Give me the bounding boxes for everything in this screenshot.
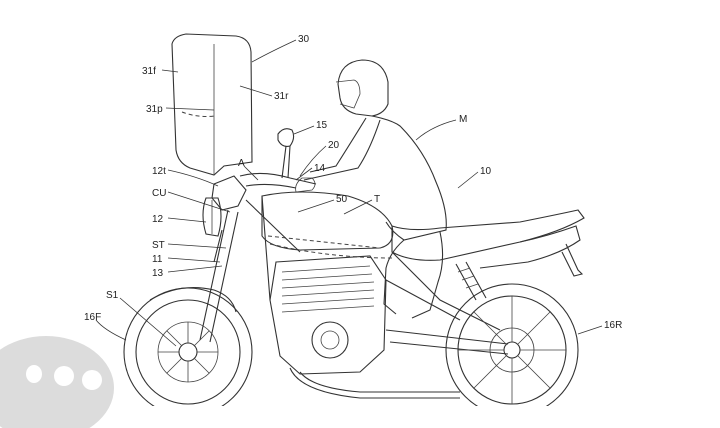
leader-50 [297, 199, 335, 213]
rider-torso [371, 115, 447, 241]
label-10: 10 [480, 166, 492, 177]
rear-wheel-tire [445, 283, 579, 406]
leader-12 [167, 217, 207, 223]
front-fender [149, 287, 237, 313]
label-14: 14 [314, 163, 326, 174]
rider-leg [383, 231, 444, 319]
leader-T [343, 199, 373, 215]
leader-31f [161, 69, 179, 73]
headlight [202, 197, 222, 237]
rear-spokes [458, 296, 566, 404]
rider-helmet [337, 59, 389, 117]
mirror-stem [281, 145, 291, 179]
engine-block [269, 255, 387, 375]
tail-light [561, 243, 584, 277]
label-30: 30 [298, 34, 310, 45]
rear-shock-spring [457, 267, 479, 289]
leader-11 [167, 257, 221, 263]
exhaust [289, 367, 460, 399]
label-31f: 31f [142, 66, 156, 77]
label-A: A [238, 158, 245, 169]
front-wheel-tire [123, 287, 253, 406]
leader-16R [577, 325, 603, 335]
label-31r: 31r [274, 91, 289, 102]
leader-A [243, 165, 259, 181]
leader-16F [95, 319, 127, 341]
label-31p: 31p [146, 104, 163, 115]
rider-arm [303, 117, 381, 181]
leader-31r [239, 85, 273, 97]
windscreen-outline [171, 33, 253, 176]
seat [391, 209, 585, 261]
rider-visor [335, 79, 361, 109]
leader-13 [167, 265, 223, 273]
label-50: 50 [336, 194, 348, 205]
tail-cowl [479, 225, 581, 269]
label-11: 11 [152, 254, 163, 265]
engine-fins [281, 265, 375, 313]
leader-CU [167, 191, 231, 213]
leader-10 [457, 171, 479, 189]
label-CU: CU [152, 188, 166, 199]
frame [245, 195, 501, 331]
leader-M [415, 119, 457, 141]
handlebar [239, 172, 317, 189]
rear-hub [503, 341, 521, 359]
rider-hand [295, 177, 316, 193]
label-M: M [459, 114, 467, 125]
meter-cluster [211, 175, 247, 211]
leader-14 [295, 167, 313, 181]
windscreen-dashed-line [181, 111, 215, 117]
label-12t: 12t [152, 166, 166, 177]
engine-cover [311, 321, 349, 359]
label-16R: 16R [604, 320, 622, 331]
diagram-canvas: 30 31f 31r 31p M 15 20 A 14 12t CU 50 T … [0, 33, 623, 428]
label-20: 20 [328, 140, 340, 151]
leader-12t [167, 169, 219, 187]
motorcycle-patent-drawing: 30 31f 31r 31p M 15 20 A 14 12t CU 50 T … [84, 33, 622, 406]
leader-31p [165, 107, 215, 111]
label-12: 12 [152, 214, 164, 225]
front-spokes [158, 322, 218, 382]
front-fork [199, 209, 239, 343]
tank-dashed-region [267, 235, 393, 259]
label-T: T [374, 194, 380, 205]
leader-20 [299, 145, 327, 177]
watermark-logo [0, 336, 114, 428]
leader-30 [251, 39, 297, 63]
label-13: 13 [152, 268, 164, 279]
leader-S1 [119, 297, 177, 347]
engine-cover-inner [320, 330, 340, 350]
label-15: 15 [316, 120, 328, 131]
leader-15 [293, 125, 315, 135]
mirror-shape [277, 128, 295, 147]
label-S1: S1 [106, 290, 119, 301]
leader-ST [167, 243, 227, 249]
front-wheel-rim [135, 299, 241, 405]
label-16F: 16F [84, 312, 101, 323]
label-ST: ST [152, 240, 165, 251]
